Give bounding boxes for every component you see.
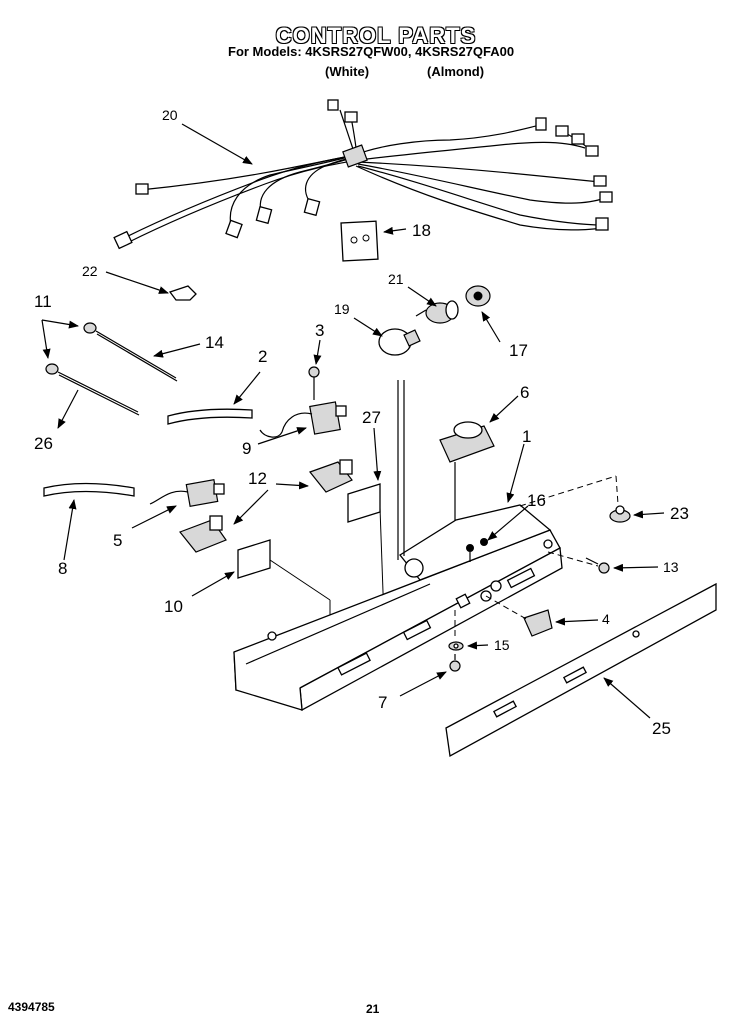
switch-12 xyxy=(179,459,353,553)
doc-number: 4394785 xyxy=(8,1000,55,1014)
callout-16: 16 xyxy=(527,491,546,510)
hose-8 xyxy=(43,482,135,497)
callout-1: 1 xyxy=(522,427,531,446)
part-23 xyxy=(609,505,631,523)
callout-23: 23 xyxy=(670,504,689,523)
screw-3 xyxy=(308,366,320,400)
callout-11: 11 xyxy=(34,292,52,311)
color-white-label: (White) xyxy=(325,64,370,79)
washer-15 xyxy=(448,641,464,651)
page-title: CONTROL PARTS xyxy=(275,23,477,48)
callout-18: 18 xyxy=(412,221,431,240)
switch-9 xyxy=(259,401,347,438)
callout-4: 4 xyxy=(602,611,610,627)
callout-25: 25 xyxy=(652,719,671,738)
bracket-4 xyxy=(523,609,553,637)
hose-2 xyxy=(167,408,253,425)
callout-19: 19 xyxy=(334,301,350,317)
callout-5: 5 xyxy=(113,531,122,550)
callout-14: 14 xyxy=(205,333,224,352)
callout-9: 9 xyxy=(242,439,251,458)
callout-3: 3 xyxy=(315,321,324,340)
switch-5 xyxy=(149,479,225,507)
callout-22: 22 xyxy=(82,263,98,279)
clip xyxy=(168,285,197,301)
color-almond-label: (Almond) xyxy=(427,64,485,79)
callout-7: 7 xyxy=(378,693,387,712)
lamp-socket xyxy=(415,285,491,324)
screw-13 xyxy=(585,557,610,574)
leader-arrows xyxy=(41,123,665,719)
callout-17: 17 xyxy=(509,341,528,360)
callout-26: 26 xyxy=(34,434,53,453)
capillary-tubes xyxy=(45,322,178,416)
callout-21: 21 xyxy=(388,271,404,287)
callout-20: 20 xyxy=(162,107,178,123)
callout-6: 6 xyxy=(520,383,529,402)
screws-16 xyxy=(466,538,488,562)
screw-7 xyxy=(449,654,461,672)
callout-8: 8 xyxy=(58,559,67,578)
callout-10: 10 xyxy=(164,597,183,616)
callout-15: 15 xyxy=(494,637,510,653)
label-10 xyxy=(237,539,271,579)
light-bulb xyxy=(378,328,421,356)
panel-25 xyxy=(445,582,717,758)
callout-27: 27 xyxy=(362,408,381,427)
construction-lines xyxy=(454,475,619,640)
callout-2: 2 xyxy=(258,347,267,366)
callout-labels: 20 22 18 21 17 19 11 14 26 3 2 9 27 12 5… xyxy=(34,107,689,738)
wiring-harness xyxy=(113,99,613,250)
callout-13: 13 xyxy=(663,559,679,575)
mounting-plate xyxy=(340,220,379,262)
models-line: For Models: 4KSRS27QFW00, 4KSRS27QFA00 xyxy=(228,44,515,59)
control-housing xyxy=(233,380,563,712)
page-number: 21 xyxy=(366,1002,380,1016)
label-27 xyxy=(347,483,381,523)
callout-12: 12 xyxy=(248,469,267,488)
